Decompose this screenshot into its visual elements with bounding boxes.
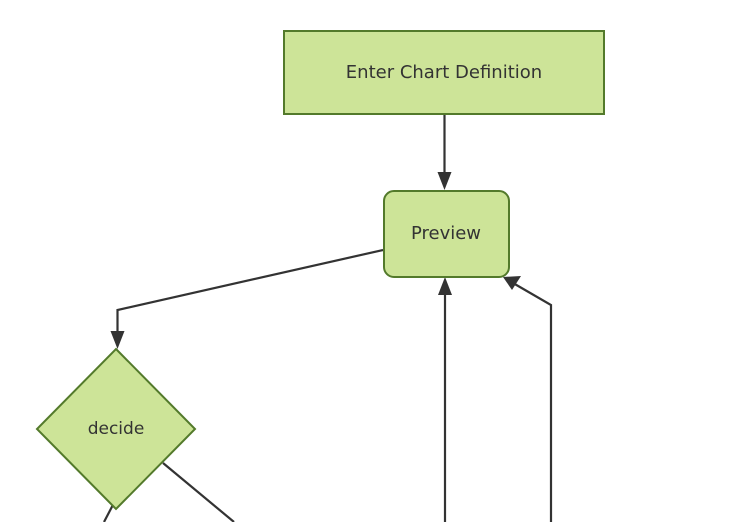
node-enter-chart-definition-label: Enter Chart Definition: [346, 62, 542, 83]
node-preview[interactable]: Preview: [383, 190, 510, 278]
node-preview-shape[interactable]: [383, 190, 510, 278]
node-enter-chart-definition-shape[interactable]: [283, 30, 605, 115]
node-decide[interactable]: decide: [35, 347, 197, 511]
edge-decide-out-right-line: [162, 462, 235, 522]
edge-decide-out-right: [162, 462, 235, 522]
edge-return-right-line: [512, 282, 553, 522]
node-preview-label: Preview: [411, 223, 481, 244]
edge-return-right-arrowhead: [503, 276, 521, 290]
edge-return-right: [503, 276, 553, 522]
edge-preview-to-decide: [110, 248, 384, 349]
edge-preview-to-decide-arrowhead: [110, 331, 125, 349]
edge-return-center: [438, 277, 452, 522]
edge-preview-to-decide-line: [116, 248, 384, 338]
edge-enter-to-preview: [437, 115, 452, 190]
edge-return-center-arrowhead: [438, 277, 452, 295]
node-decide-shape[interactable]: [35, 347, 197, 511]
node-decide-label: decide: [88, 419, 145, 439]
node-enter-chart-definition[interactable]: Enter Chart Definition: [283, 30, 605, 115]
edge-enter-to-preview-arrowhead: [437, 172, 452, 190]
